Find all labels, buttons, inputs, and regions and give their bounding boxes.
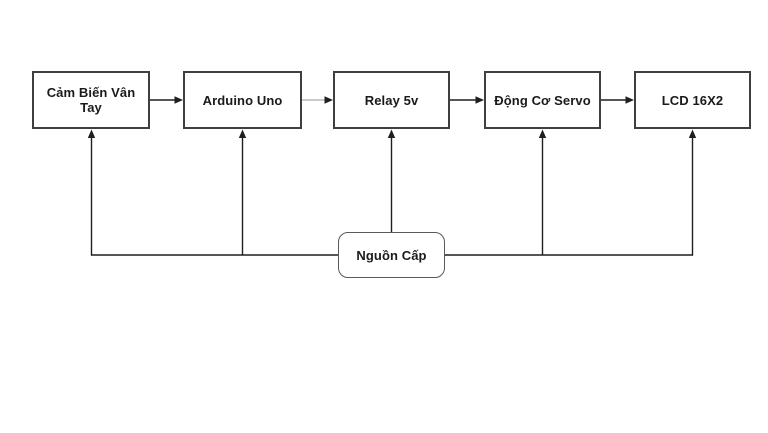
node-label: Arduino Uno	[202, 92, 283, 108]
node-arduino-uno: Arduino Uno	[183, 71, 302, 129]
arrow-power-to-relay	[387, 129, 396, 232]
arrow-relay-to-servo	[450, 96, 484, 104]
node-label: Relay 5v	[364, 92, 419, 108]
node-label: Cảm Biến Vân Tay	[46, 85, 136, 115]
node-lcd-16x2: LCD 16X2	[634, 71, 751, 129]
arrow-power-to-cambien	[87, 129, 96, 256]
node-label: LCD 16X2	[661, 92, 724, 108]
arrow-cambien-to-arduino	[150, 96, 183, 104]
arrow-arduino-to-relay	[302, 96, 333, 104]
node-cam-bien-van-tay: Cảm Biến Vân Tay	[32, 71, 150, 129]
arrow-power-to-lcd	[688, 129, 697, 256]
node-label: Nguồn Cấp	[356, 247, 427, 263]
arrow-servo-to-lcd	[601, 96, 634, 104]
node-label: Động Cơ Servo	[494, 92, 591, 108]
arrow-power-to-arduino	[238, 129, 247, 255]
arrow-power-to-servo	[538, 129, 547, 255]
node-nguon-cap: Nguồn Cấp	[338, 232, 445, 278]
node-dong-co-servo: Động Cơ Servo	[484, 71, 601, 129]
node-relay-5v: Relay 5v	[333, 71, 450, 129]
